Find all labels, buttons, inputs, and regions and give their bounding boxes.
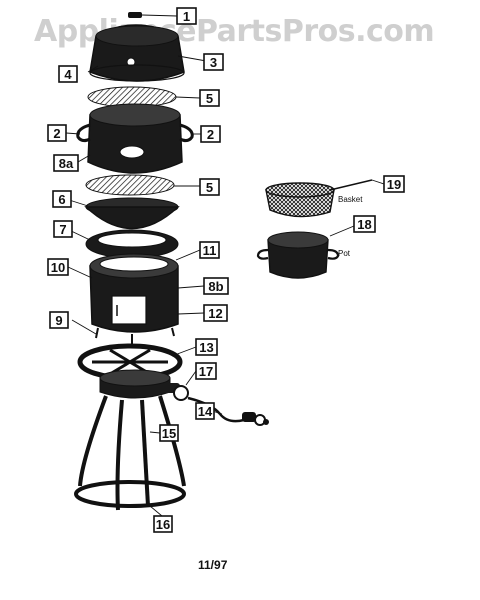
callout-number: 3 xyxy=(210,55,217,70)
callout-number: 8b xyxy=(208,279,223,294)
basket-label: Basket xyxy=(338,195,363,204)
pot-label: Pot xyxy=(338,249,351,258)
callout-box xyxy=(199,241,220,259)
callout-number: 4 xyxy=(64,67,72,82)
callout-box xyxy=(199,89,220,107)
callout-8a: 8a xyxy=(53,154,79,172)
callout-3: 3 xyxy=(203,53,224,71)
callout-18: 18 xyxy=(353,215,376,233)
callout-box xyxy=(53,220,73,238)
callout-11: 11 xyxy=(199,241,220,259)
callout-5: 5 xyxy=(199,89,220,107)
callout-box xyxy=(195,402,215,420)
windscreen-leg xyxy=(95,327,99,339)
callout-1: 1 xyxy=(176,7,197,25)
callout-number: 15 xyxy=(162,426,176,441)
callout-19: 19 xyxy=(383,175,405,193)
pot-handle-right xyxy=(179,123,194,143)
callout-box xyxy=(47,124,67,142)
callout-number: 13 xyxy=(199,340,213,355)
basket-handle xyxy=(329,179,373,191)
callout-14: 14 xyxy=(195,402,215,420)
callout-4: 4 xyxy=(58,65,78,83)
callout-6: 6 xyxy=(52,190,72,208)
callout-2: 2 xyxy=(47,124,67,142)
lid-thermometer xyxy=(126,57,136,67)
callout-box xyxy=(176,7,197,25)
callout-box xyxy=(353,215,376,233)
callout-number: 19 xyxy=(387,177,401,192)
stand-ring xyxy=(74,480,186,508)
callout-box xyxy=(203,277,229,295)
steamer-pot xyxy=(76,103,194,174)
callout-16: 16 xyxy=(153,515,173,533)
callout-15: 15 xyxy=(159,424,179,442)
callout-number: 17 xyxy=(199,364,213,379)
callout-box xyxy=(53,154,79,172)
callout-12: 12 xyxy=(203,304,228,322)
pot-emblem xyxy=(119,145,145,159)
callout-box xyxy=(49,311,69,329)
burner-assembly xyxy=(99,369,189,401)
lid-knob xyxy=(128,12,142,18)
callout-number: 5 xyxy=(206,180,213,195)
callout-17: 17 xyxy=(195,362,217,380)
fry-basket xyxy=(265,179,373,218)
callout-8b: 8b xyxy=(203,277,229,295)
callout-box xyxy=(383,175,405,193)
pot-handle-left xyxy=(76,123,91,143)
callout-box xyxy=(47,258,69,276)
callout-number: 1 xyxy=(183,9,190,24)
callout-number: 14 xyxy=(198,404,213,419)
callout-13: 13 xyxy=(195,338,218,356)
callout-number: 16 xyxy=(156,517,170,532)
callout-box xyxy=(195,362,217,380)
callout-9: 9 xyxy=(49,311,69,329)
callout-box xyxy=(199,178,220,196)
callout-box xyxy=(52,190,72,208)
callout-box xyxy=(200,125,221,143)
callout-box xyxy=(58,65,78,83)
callout-7: 7 xyxy=(53,220,73,238)
callout-number: 18 xyxy=(357,217,371,232)
steamer-rack-lower xyxy=(85,174,175,196)
burner-stand xyxy=(74,395,186,511)
callout-10: 10 xyxy=(47,258,69,276)
callout-box xyxy=(153,515,173,533)
wok-ring xyxy=(85,229,179,259)
callout-2: 2 xyxy=(200,125,221,143)
callout-number: 9 xyxy=(55,313,62,328)
callout-number: 2 xyxy=(53,126,60,141)
callout-number: 5 xyxy=(206,91,213,106)
callout-number: 2 xyxy=(207,127,214,142)
callout-number: 11 xyxy=(203,243,217,258)
callout-number: 10 xyxy=(51,260,65,275)
callout-number: 8a xyxy=(59,156,74,171)
callout-number: 6 xyxy=(58,192,65,207)
fry-pot xyxy=(256,231,340,279)
callout-box xyxy=(159,424,179,442)
callout-number: 12 xyxy=(208,306,222,321)
callout-number: 7 xyxy=(59,222,66,237)
windscreen xyxy=(89,253,179,344)
regulator-hose xyxy=(187,396,269,426)
callout-box xyxy=(203,53,224,71)
wok-bowl xyxy=(84,197,180,230)
steamer-lid xyxy=(89,12,185,82)
callout-5: 5 xyxy=(199,178,220,196)
date-code: 11/97 xyxy=(198,558,228,572)
callout-box xyxy=(203,304,228,322)
callout-box xyxy=(195,338,218,356)
